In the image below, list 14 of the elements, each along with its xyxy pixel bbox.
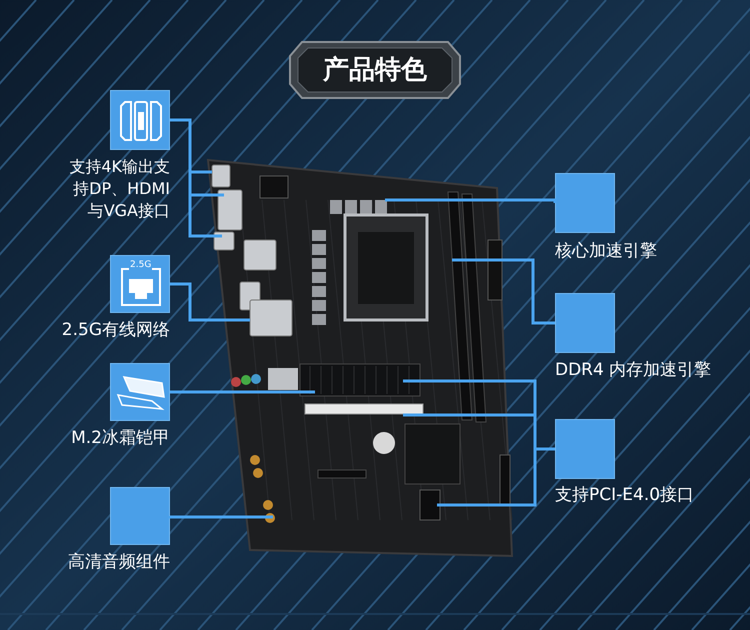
feature-caption: M.2冰霜铠甲 — [70, 427, 170, 449]
leader-line — [385, 198, 556, 203]
feature-caption: 支持PCI-E4.0接口 — [555, 484, 696, 506]
feature-caption: DDR4 内存加速引擎 — [555, 359, 712, 381]
feature-caption: 高清音频组件 — [67, 551, 170, 573]
title-badge: 产品特色 — [288, 40, 462, 100]
leader-line — [170, 282, 250, 322]
leader-line — [168, 515, 273, 518]
speed-label: 2.5G — [129, 260, 152, 270]
feature-caption: 支持4K输出支持DP、HDMI与VGA接口 — [68, 156, 170, 222]
feature-caption: 2.5G有线网络 — [60, 319, 170, 341]
leader-line — [168, 390, 315, 394]
leader-line — [452, 258, 555, 324]
feature-caption: 核心加速引擎 — [555, 240, 658, 262]
